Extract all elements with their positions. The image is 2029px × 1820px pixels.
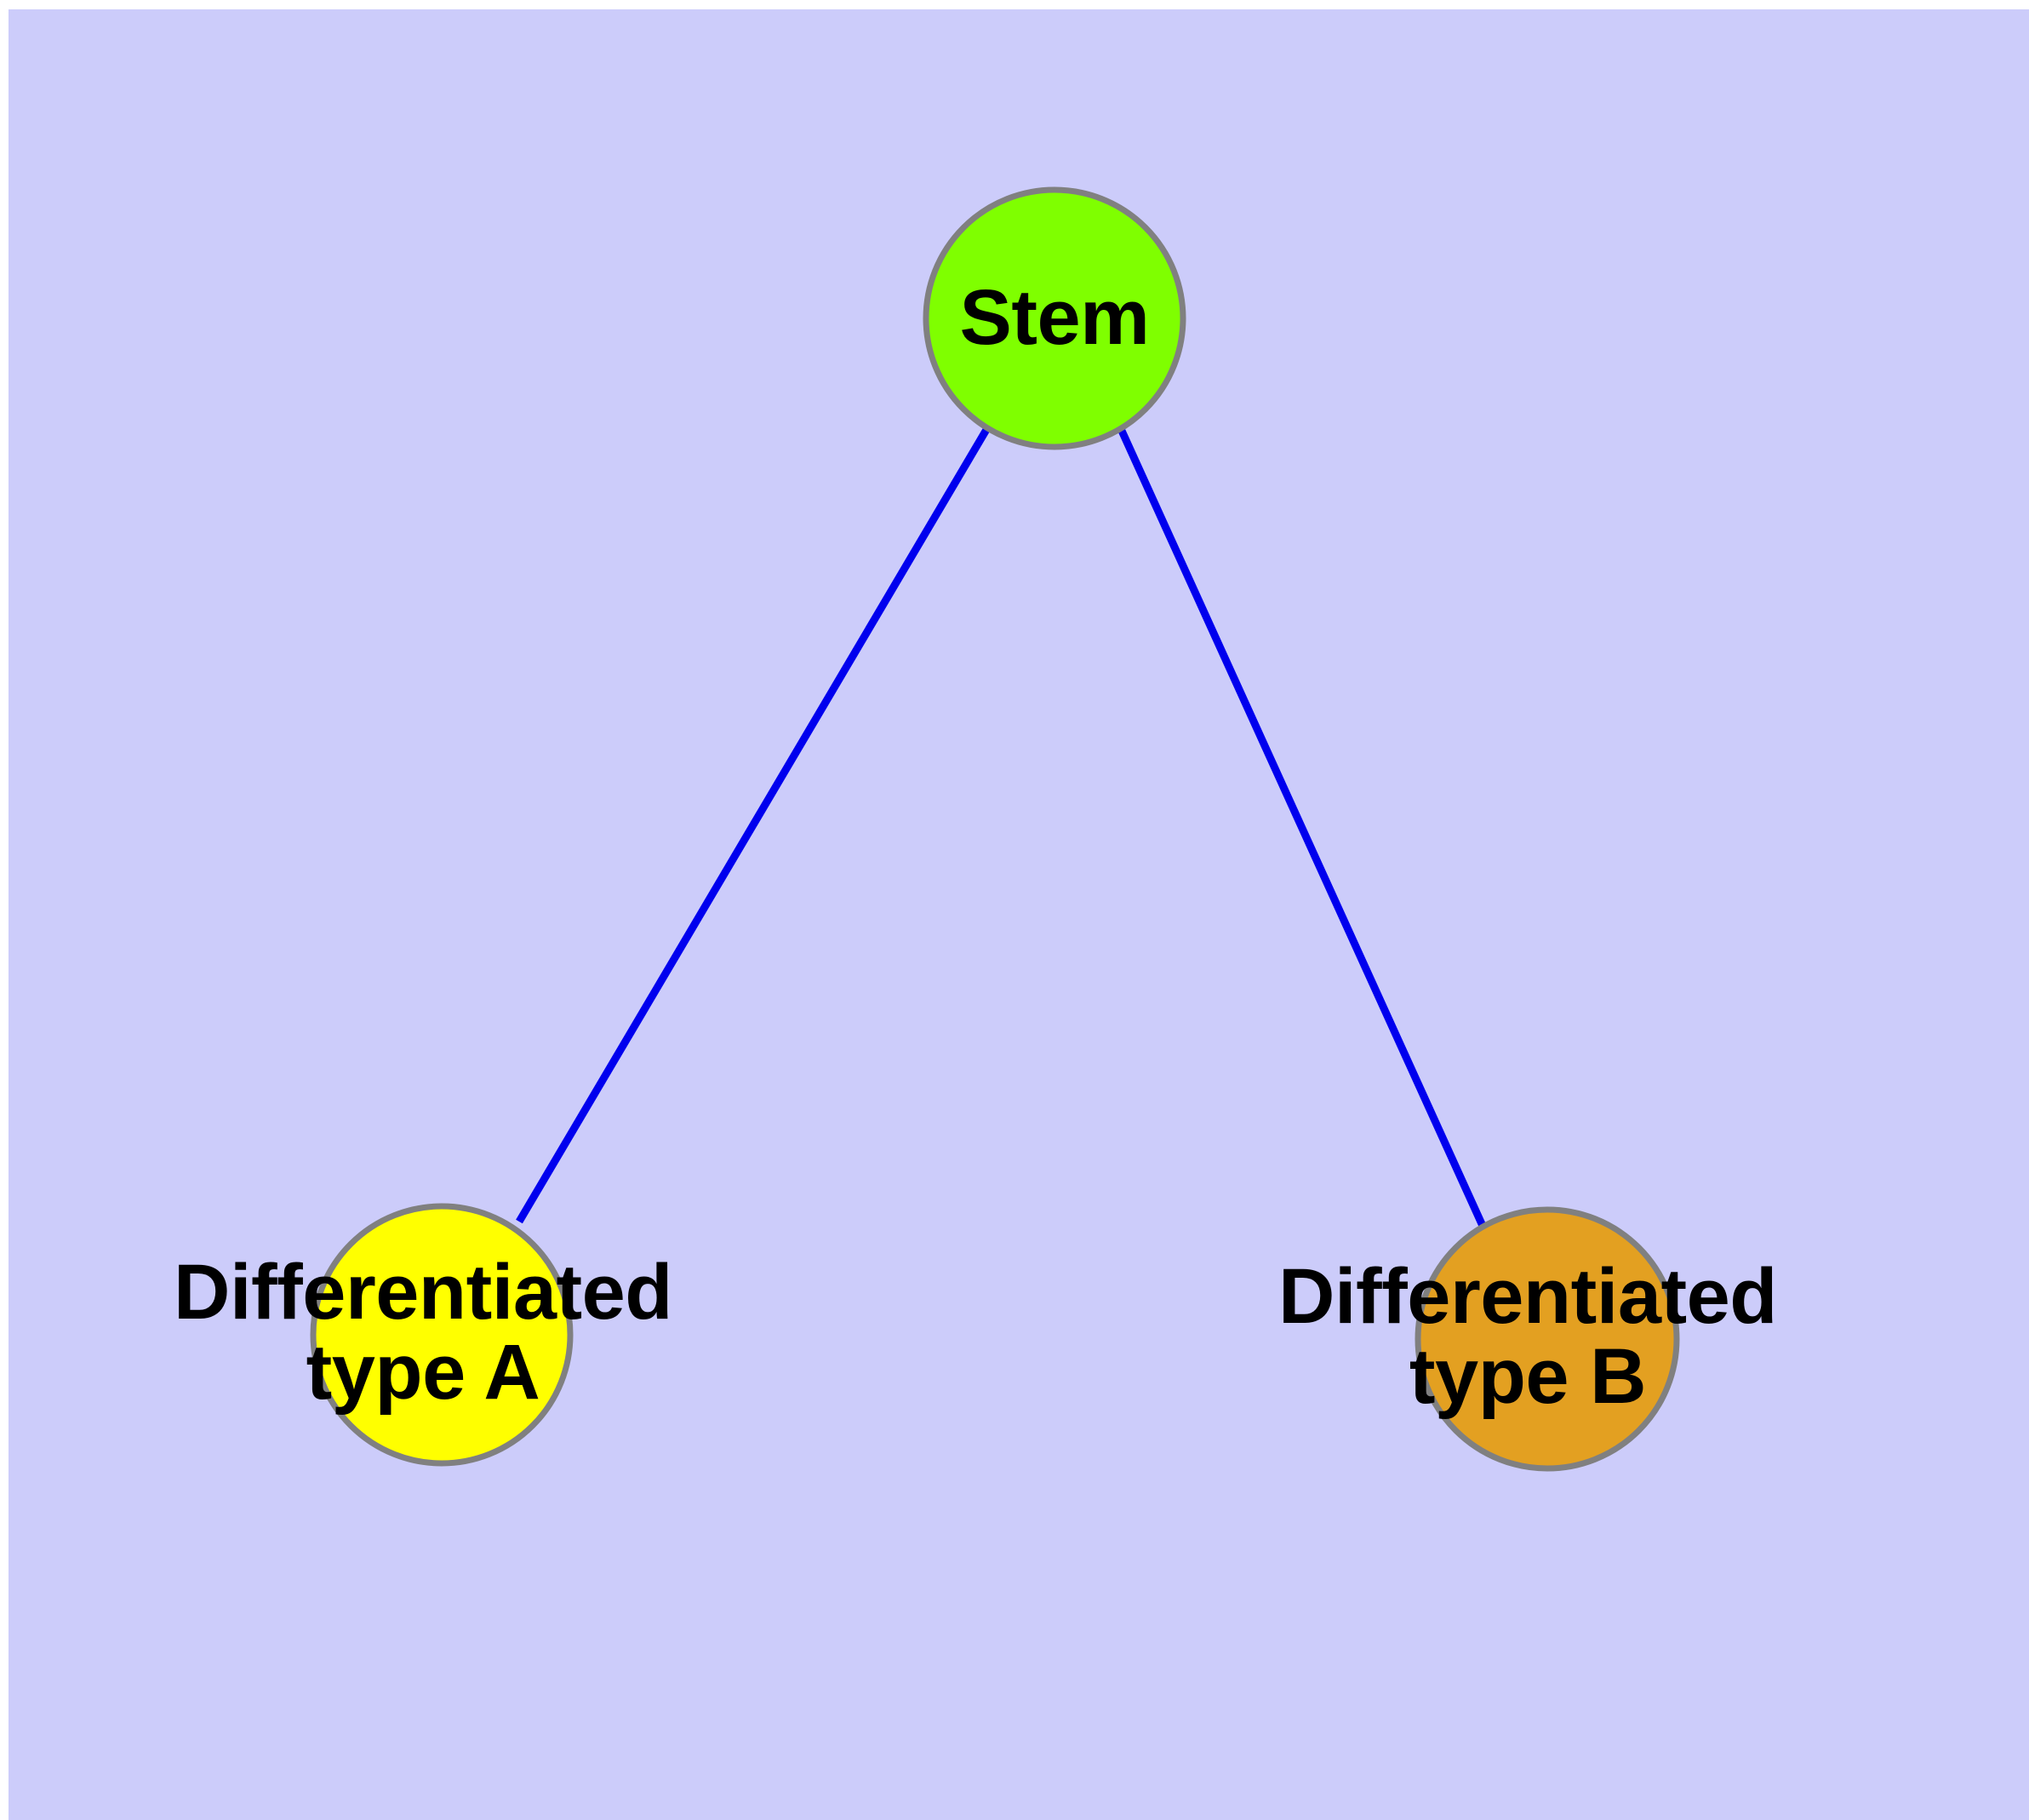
node-stem[interactable] bbox=[923, 186, 1186, 450]
node-differentiated-type-a[interactable] bbox=[310, 1203, 574, 1467]
edge-layer bbox=[516, 426, 1487, 1228]
node-layer bbox=[310, 186, 1680, 1472]
edge-stem-to-differentiated-type-a bbox=[516, 426, 991, 1224]
edge-stem-to-differentiated-type-b bbox=[1117, 429, 1487, 1228]
node-differentiated-type-b[interactable] bbox=[1415, 1206, 1680, 1472]
